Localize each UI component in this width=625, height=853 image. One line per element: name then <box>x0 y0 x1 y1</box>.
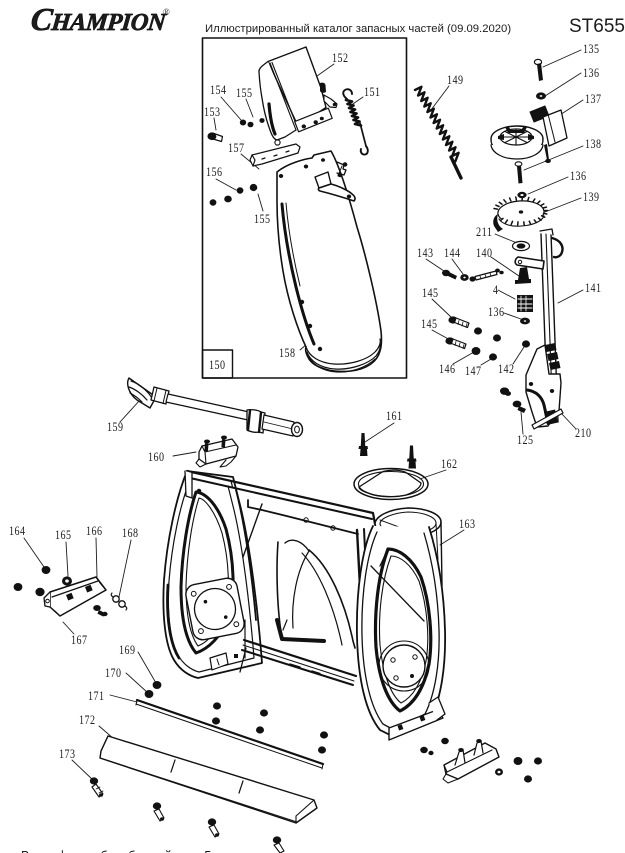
svg-text:136: 136 <box>570 168 587 183</box>
svg-text:157: 157 <box>228 140 245 155</box>
svg-text:211: 211 <box>476 224 493 239</box>
svg-text:ST655: ST655 <box>569 16 625 37</box>
svg-text:156: 156 <box>206 164 223 179</box>
svg-text:170: 170 <box>105 665 122 680</box>
svg-text:144: 144 <box>444 245 461 260</box>
svg-text:154: 154 <box>210 82 227 97</box>
svg-text:138: 138 <box>585 136 602 151</box>
svg-text:172: 172 <box>79 712 96 727</box>
svg-text:®: ® <box>163 7 170 17</box>
svg-text:145: 145 <box>421 316 438 331</box>
svg-text:165: 165 <box>55 527 72 542</box>
svg-text:166: 166 <box>86 523 103 538</box>
svg-text:139: 139 <box>583 189 600 204</box>
svg-text:167: 167 <box>71 632 88 647</box>
svg-text:147: 147 <box>465 363 482 378</box>
svg-text:142: 142 <box>498 361 515 376</box>
svg-text:161: 161 <box>386 408 403 423</box>
svg-text:168: 168 <box>122 525 139 540</box>
svg-text:135: 135 <box>583 41 600 56</box>
svg-text:173: 173 <box>59 746 76 761</box>
svg-text:149: 149 <box>447 72 464 87</box>
svg-text:136: 136 <box>488 304 505 319</box>
svg-text:143: 143 <box>417 245 434 260</box>
svg-text:152: 152 <box>332 50 349 65</box>
svg-text:137: 137 <box>585 91 602 106</box>
svg-text:164: 164 <box>9 523 26 538</box>
svg-text:136: 136 <box>583 65 600 80</box>
svg-text:Иллюстрированный каталог запас: Иллюстрированный каталог запасных частей… <box>205 23 511 35</box>
svg-text:CHAMPION: CHAMPION <box>29 1 169 37</box>
svg-text:160: 160 <box>148 449 165 464</box>
svg-text:140: 140 <box>476 245 493 260</box>
svg-text:4: 4 <box>493 282 499 297</box>
svg-text:163: 163 <box>459 516 476 531</box>
svg-text:155: 155 <box>254 211 271 226</box>
svg-text:151: 151 <box>364 84 381 99</box>
svg-text:145: 145 <box>422 285 439 300</box>
svg-text:171: 171 <box>88 688 105 703</box>
svg-text:159: 159 <box>107 419 124 434</box>
svg-text:141: 141 <box>585 280 602 295</box>
svg-text:155: 155 <box>236 85 253 100</box>
svg-text:125: 125 <box>517 432 534 447</box>
svg-text:162: 162 <box>441 456 458 471</box>
svg-text:146: 146 <box>439 361 456 376</box>
svg-text:Вид в форме барабанный узел 5: Вид в форме барабанный узел 5 <box>21 849 211 853</box>
svg-text:153: 153 <box>204 104 221 119</box>
svg-text:210: 210 <box>575 425 592 440</box>
svg-text:150: 150 <box>209 357 226 372</box>
svg-text:158: 158 <box>279 345 296 360</box>
svg-text:169: 169 <box>119 642 136 657</box>
